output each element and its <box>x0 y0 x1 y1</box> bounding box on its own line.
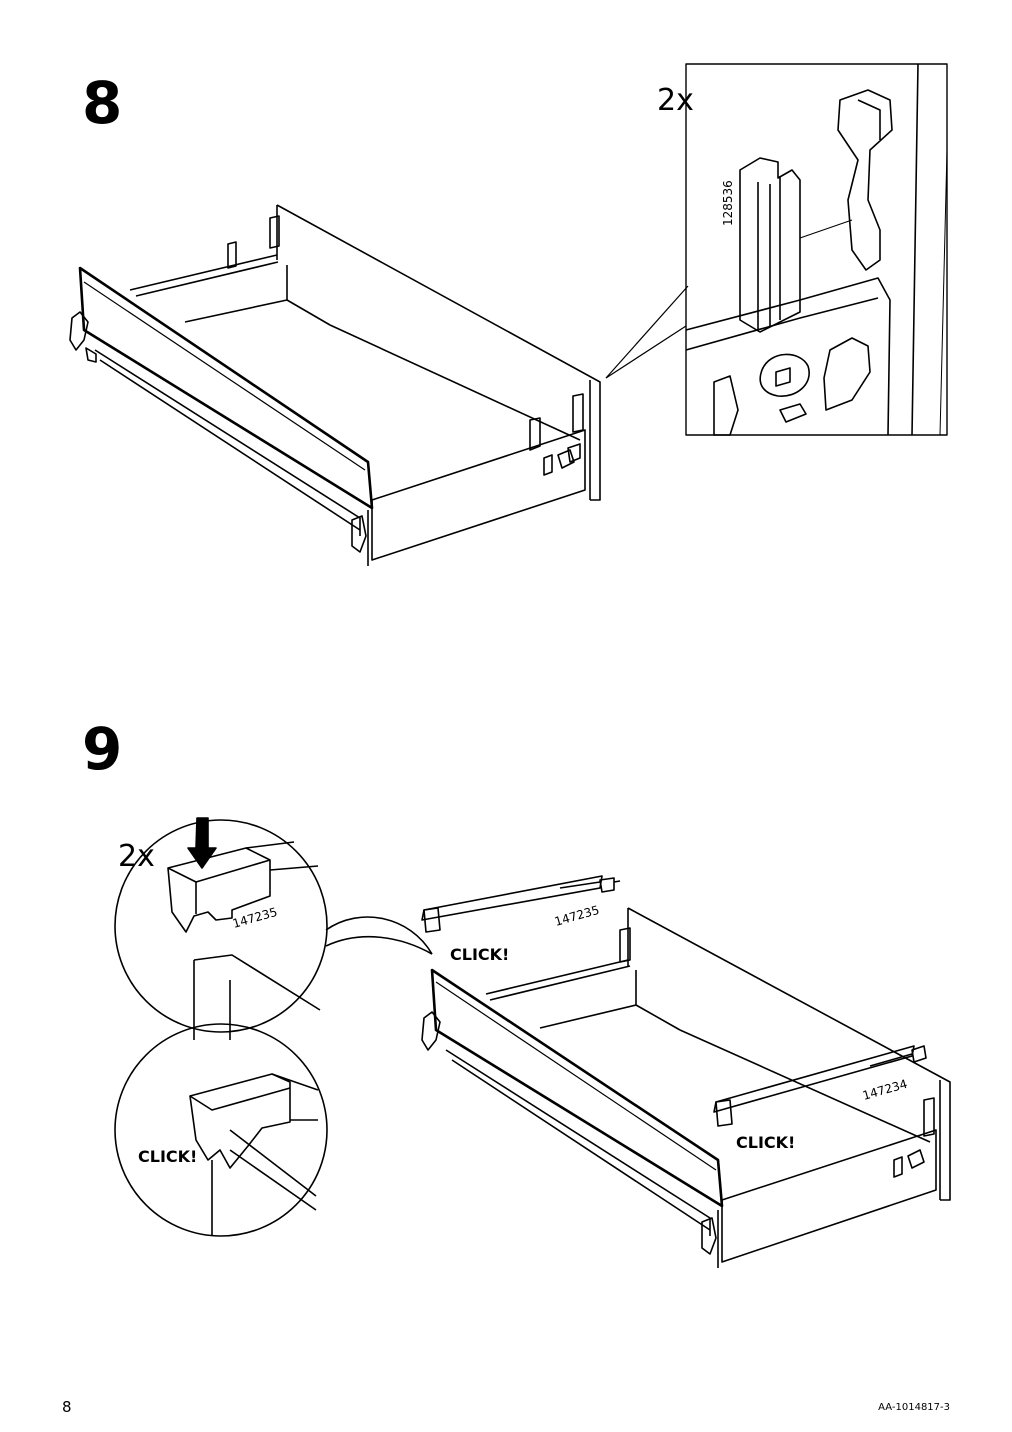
step-8-number: 8 <box>82 69 122 137</box>
rail-bottom-part-number: 147234 <box>861 1077 909 1103</box>
rail-top-part-number: 147235 <box>553 903 601 929</box>
step-8-quantity: 2x <box>657 83 694 118</box>
step-9-number: 9 <box>82 715 122 783</box>
document-code: AA-1014817-3 <box>878 1402 950 1413</box>
step-8-part-number: 128536 <box>721 180 735 226</box>
step-9-click-label-top: CLICK! <box>450 945 509 964</box>
step-9-quantity: 2x <box>118 839 155 874</box>
page-number: 8 <box>62 1398 72 1416</box>
step-9-click-label-detail: CLICK! <box>138 1147 197 1166</box>
step-9-click-label-bottom: CLICK! <box>736 1133 795 1152</box>
